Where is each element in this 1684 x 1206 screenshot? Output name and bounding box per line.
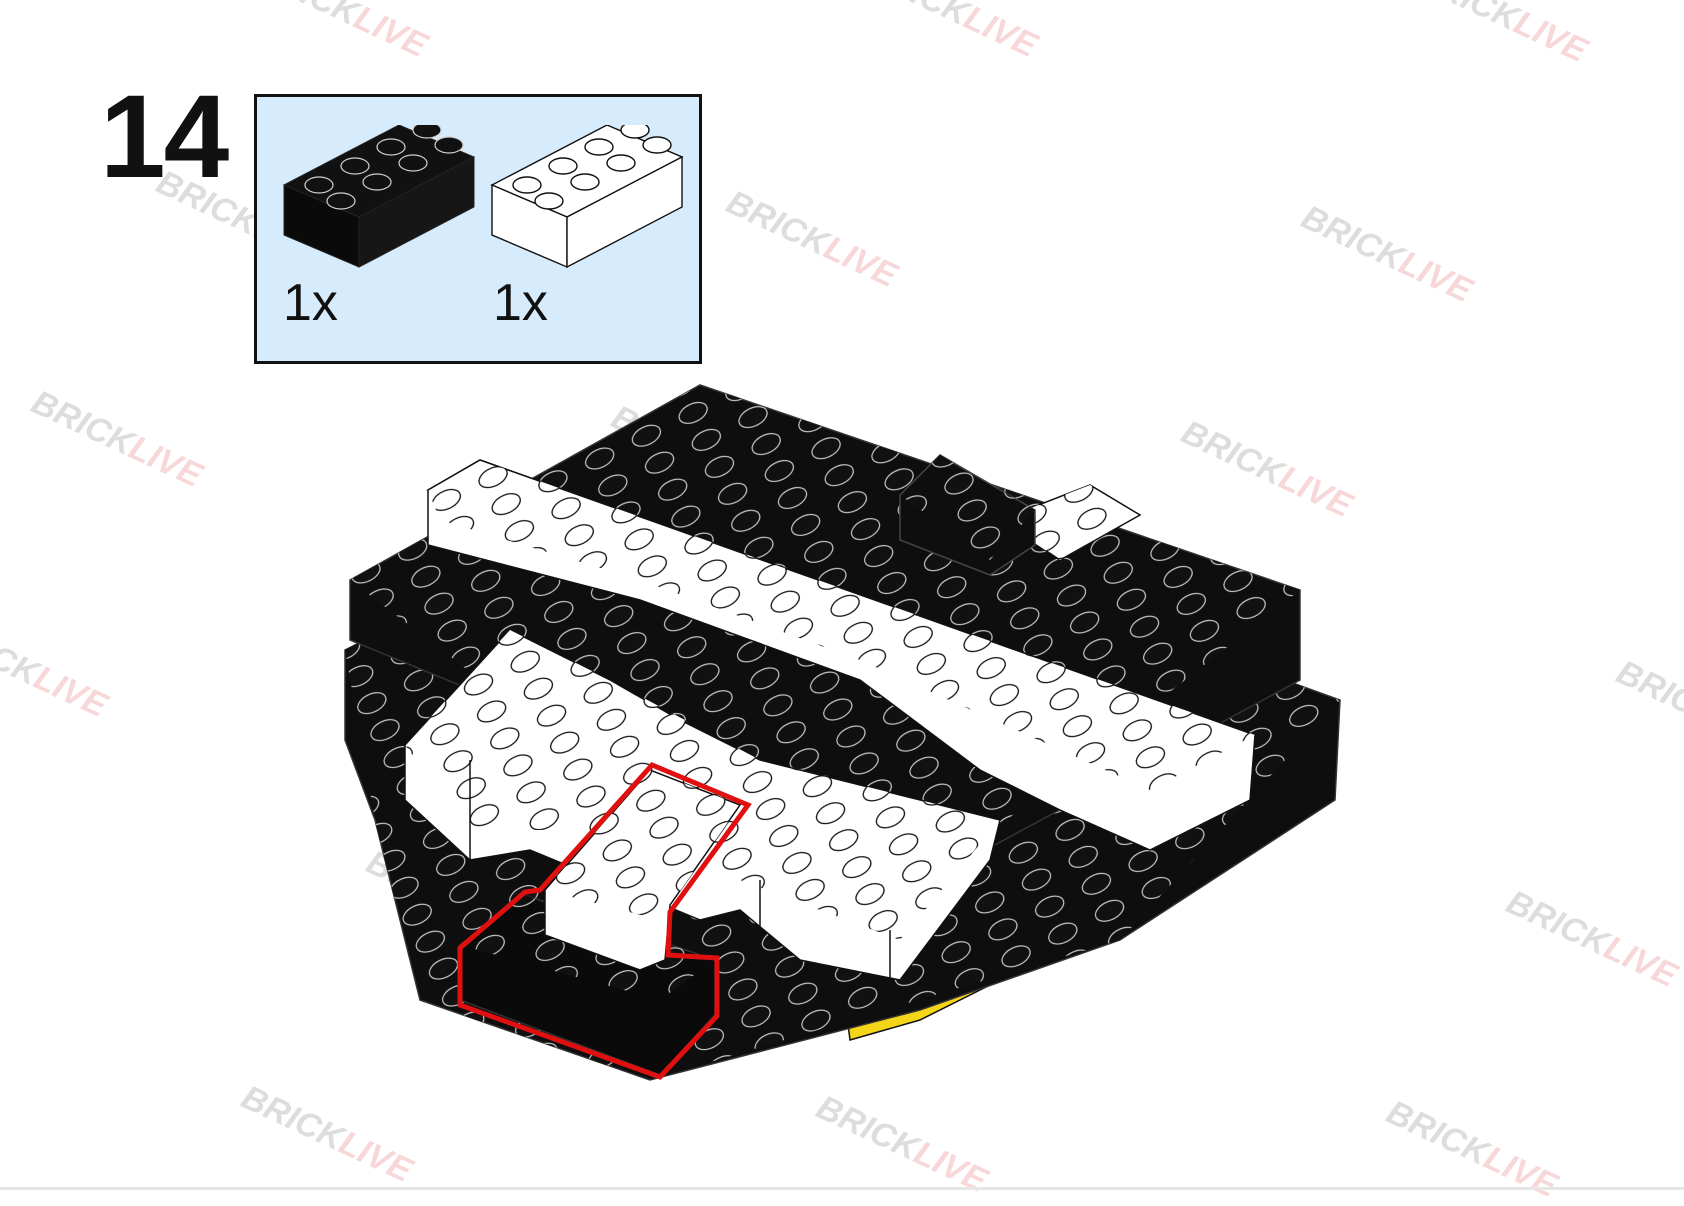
new-parts-highlight-outline: [457, 762, 752, 1080]
white-brick-icon: [490, 125, 684, 269]
step-number: 14: [100, 71, 229, 203]
new-white-brick-studs: [545, 770, 740, 920]
white-brick-strip-top-studs: [428, 460, 1255, 790]
black-brick-mid-top-studs: [900, 455, 1035, 560]
page-bottom-rule: [0, 1187, 1684, 1190]
part-white-brick-2x4: [487, 125, 687, 271]
black-brick-icon: [282, 125, 476, 268]
part-black-brick-2x4: [279, 125, 479, 271]
part-count-white: 1x: [493, 274, 548, 332]
part-count-black: 1x: [283, 274, 338, 332]
parts-list-box: 1x 1x: [254, 94, 702, 364]
